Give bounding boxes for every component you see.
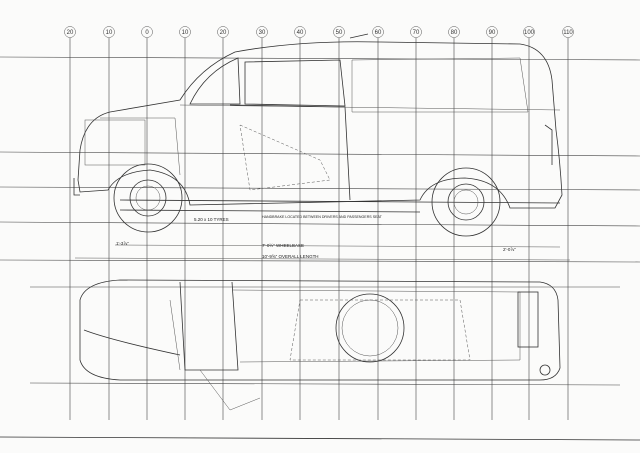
station-label: 20 bbox=[67, 30, 74, 36]
station-marker bbox=[217, 26, 229, 38]
station-marker bbox=[179, 26, 191, 38]
station-marker bbox=[410, 26, 422, 38]
station-label: 100 bbox=[524, 30, 535, 36]
station-marker bbox=[64, 26, 76, 38]
station-marker bbox=[448, 26, 460, 38]
rear-overhang-label: 2'-0⅞" bbox=[503, 247, 516, 252]
overall-length-dimension bbox=[74, 257, 571, 261]
station-label: 90 bbox=[489, 30, 496, 36]
wheelbase-dimension bbox=[114, 244, 561, 248]
front-overhang-label: 1'-3⅞" bbox=[116, 241, 129, 246]
tyres-label: 5.20 x 10 TYRES bbox=[194, 217, 229, 222]
station-marker bbox=[486, 26, 498, 38]
side-elevation bbox=[73, 33, 563, 237]
ref-line bbox=[0, 186, 640, 191]
ground-line bbox=[0, 221, 640, 227]
wheelbase-label: 7'-0½" WHEELBASE bbox=[262, 242, 304, 248]
front-wheel bbox=[113, 163, 183, 233]
ref-line bbox=[0, 151, 640, 157]
station-marker bbox=[256, 26, 268, 38]
plan-view bbox=[79, 279, 561, 411]
station-label: 110 bbox=[563, 30, 573, 36]
station-grid bbox=[69, 38, 569, 420]
roof-line bbox=[0, 56, 640, 61]
handbrake-label: HANDBRAKE LOCATED BETWEEN DRIVERS AND PA… bbox=[262, 215, 383, 219]
station-marker bbox=[294, 26, 306, 38]
sheet-border bbox=[0, 436, 640, 441]
station-marker bbox=[523, 26, 535, 38]
station-marker bbox=[562, 26, 574, 38]
spare-wheel bbox=[335, 293, 405, 363]
station-marker bbox=[103, 26, 115, 38]
station-label: 20 bbox=[220, 30, 227, 36]
rear-wheel bbox=[431, 167, 501, 237]
plan-bottom-line bbox=[29, 382, 621, 386]
station-marker bbox=[372, 26, 384, 38]
station-label: 60 bbox=[375, 30, 382, 36]
station-label: 30 bbox=[259, 30, 266, 36]
overall-length-label: 10'-9⅝" OVERALL LENGTH bbox=[262, 254, 319, 259]
station-marker bbox=[333, 26, 345, 38]
station-label: 50 bbox=[336, 30, 343, 36]
station-label: 10 bbox=[106, 30, 113, 36]
station-label: 10 bbox=[182, 30, 189, 36]
station-label: 40 bbox=[297, 30, 304, 36]
ref-line bbox=[0, 259, 640, 263]
station-label: 0 bbox=[145, 30, 149, 36]
station-label: 70 bbox=[413, 30, 420, 36]
station-label: 80 bbox=[451, 30, 458, 36]
station-marker bbox=[141, 26, 153, 38]
